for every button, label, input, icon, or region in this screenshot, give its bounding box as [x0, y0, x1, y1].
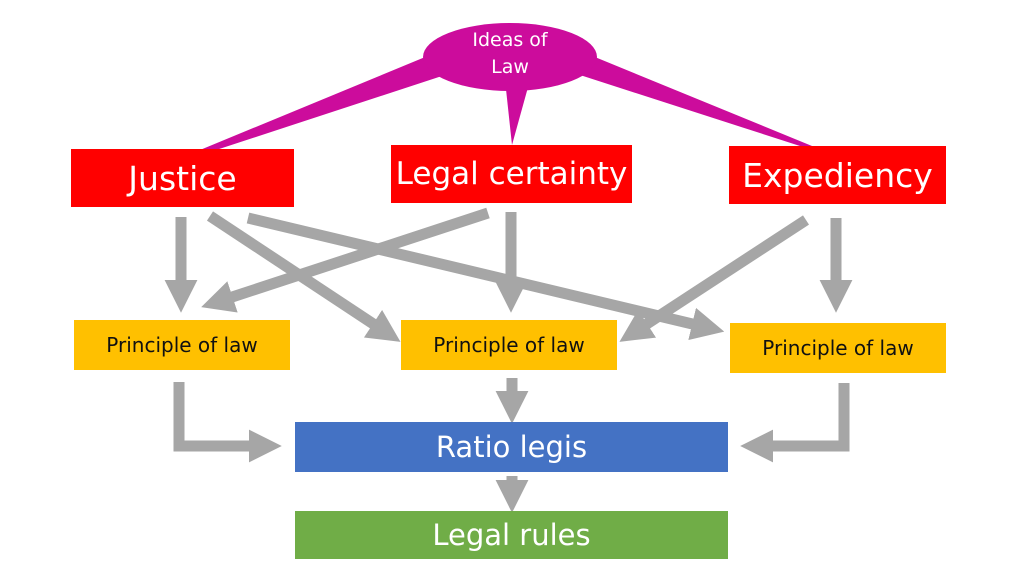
- legal-rules-box: Legal rules: [295, 511, 728, 559]
- bubble-tail-justice: [200, 55, 445, 152]
- ideas-of-law-label: Ideas of Law: [440, 27, 580, 81]
- principle-label-right: Principle of law: [762, 336, 914, 360]
- ratio-legis-box: Ratio legis: [295, 422, 728, 472]
- ideas-of-law-line2: Law: [491, 56, 529, 78]
- bubble-tail-expediency: [580, 55, 812, 146]
- arrow-certainty-to-principle-left: [201, 207, 490, 313]
- arrow-principle-left-to-ratio: [173, 382, 282, 463]
- ideas-of-law-line1: Ideas of: [472, 29, 548, 51]
- justice-box: Justice: [71, 149, 294, 207]
- principle-label-left: Principle of law: [106, 333, 258, 357]
- bubble-tail-certainty: [505, 80, 530, 145]
- justice-label: Justice: [128, 158, 237, 198]
- bubble-ellipse: [423, 23, 597, 91]
- principle-box-left: Principle of law: [74, 320, 290, 370]
- legal-certainty-box: Legal certainty: [391, 145, 632, 203]
- ideas-of-law-bubble: [200, 23, 812, 152]
- expediency-box: Expediency: [729, 146, 946, 204]
- arrow-expediency-to-principle-middle: [619, 215, 810, 342]
- legal-rules-label: Legal rules: [432, 518, 591, 552]
- legal-certainty-label: Legal certainty: [395, 156, 628, 192]
- principle-box-right: Principle of law: [730, 323, 946, 373]
- expediency-label: Expediency: [742, 155, 933, 195]
- ratio-legis-label: Ratio legis: [435, 430, 588, 464]
- arrow-justice-to-principle-right: [246, 212, 725, 340]
- arrow-principle-right-to-ratio: [740, 383, 850, 463]
- principle-label-middle: Principle of law: [433, 333, 585, 357]
- principle-box-middle: Principle of law: [401, 320, 617, 370]
